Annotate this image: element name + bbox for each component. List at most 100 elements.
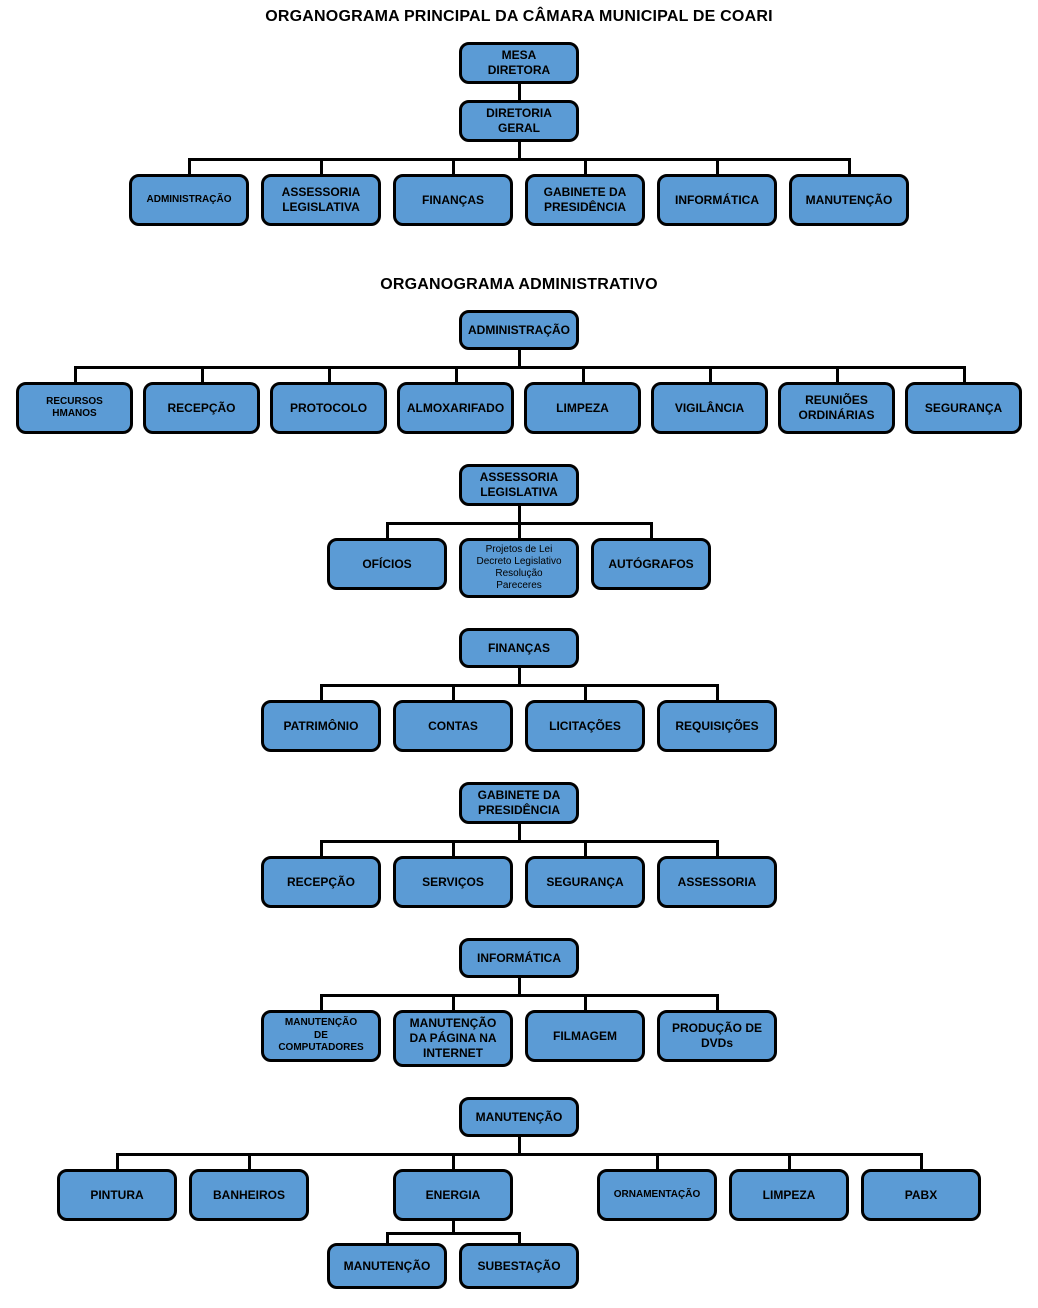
node-admin-protocolo: PROTOCOLO [270,382,387,434]
org-branch: REUNIÕES ORDINÁRIAS [773,366,902,434]
tree-principal: MESA DIRETORA DIRETORIA GERAL ADMINISTRA… [0,42,1038,226]
org-branch: PINTURA [51,1153,185,1221]
node-requisicoes: REQUISIÇÕES [657,700,777,752]
org-branch: ORNAMENTAÇÃO [591,1153,725,1221]
node-patrimonio: PATRIMÔNIO [261,700,381,752]
node-gab-servicos: SERVIÇOS [393,856,513,908]
org-branch: ALMOXARIFADO [392,366,521,434]
org-branch: PABX [855,1153,987,1221]
node-ornamentacao: ORNAMENTAÇÃO [597,1169,717,1221]
org-branch: PRODUÇÃO DE DVDs [651,994,783,1062]
org-branch: SUBESTAÇÃO [453,1232,585,1289]
org-branch: GABINETE DA PRESIDÊNCIA [519,158,653,226]
node-principal-manutencao: MANUTENÇÃO [789,174,909,226]
node-admin-reunioes-ordinarias: REUNIÕES ORDINÁRIAS [778,382,895,434]
tree-assessoria-legislativa: ASSESSORIA LEGISLATIVA OFÍCIOS Projetos … [0,464,1038,598]
tree-informatica: INFORMÁTICA MANUTENÇÃO DE COMPUTADORES M… [0,938,1038,1067]
org-branch: LICITAÇÕES [519,684,653,752]
node-principal-administracao: ADMINISTRAÇÃO [129,174,249,226]
children-row-financas: PATRIMÔNIO CONTAS LICITAÇÕES REQUISIÇÕES [255,684,783,752]
connector-drop [517,506,521,522]
org-branch: AUTÓGRAFOS [585,522,717,590]
node-mesa-diretora: MESA DIRETORA [459,42,579,84]
node-principal-informatica: INFORMÁTICA [657,174,777,226]
org-branch: MANUTENÇÃO [783,158,915,226]
org-branch: SERVIÇOS [387,840,521,908]
node-contas: CONTAS [393,700,513,752]
node-manutencao-root: MANUTENÇÃO [459,1097,579,1137]
node-projetos-de-lei: Projetos de Lei Decreto Legislativo Reso… [459,538,579,598]
node-admin-vigilancia: VIGILÂNCIA [651,382,768,434]
org-branch: SEGURANÇA [900,366,1027,434]
node-manutencao-computadores: MANUTENÇÃO DE COMPUTADORES [261,1010,381,1062]
node-financas-root: FINANÇAS [459,628,579,668]
connector-drop [517,350,521,366]
org-branch: REQUISIÇÕES [651,684,783,752]
node-energia-manutencao: MANUTENÇÃO [327,1243,447,1289]
org-branch: PROTOCOLO [265,366,394,434]
node-man-limpeza: LIMPEZA [729,1169,849,1221]
node-admin-seguranca: SEGURANÇA [905,382,1022,434]
org-branch: RECURSOS HMANOS [11,366,140,434]
org-branch: RECEPÇÃO [138,366,267,434]
org-branch: ADMINISTRAÇÃO [123,158,257,226]
node-diretoria-geral: DIRETORIA GERAL [459,100,579,142]
node-admin-recursos-hmanos: RECURSOS HMANOS [16,382,133,434]
node-principal-gabinete-da-presidencia: GABINETE DA PRESIDÊNCIA [525,174,645,226]
children-row-gabinete: RECEPÇÃO SERVIÇOS SEGURANÇA ASSESSORIA [255,840,783,908]
node-oficios: OFÍCIOS [327,538,447,590]
node-gab-recepcao: RECEPÇÃO [261,856,381,908]
administrativo-title: ORGANOGRAMA ADMINISTRATIVO [380,276,658,293]
node-administracao-root: ADMINISTRAÇÃO [459,310,579,350]
org-branch: MANUTENÇÃO DA PÁGINA NA INTERNET [387,994,521,1067]
node-banheiros: BANHEIROS [189,1169,309,1221]
node-admin-recepcao: RECEPÇÃO [143,382,260,434]
node-admin-limpeza: LIMPEZA [524,382,641,434]
node-admin-almoxarifado: ALMOXARIFADO [397,382,514,434]
node-gabinete-root: GABINETE DA PRESIDÊNCIA [459,782,579,824]
node-manutencao-pagina-internet: MANUTENÇÃO DA PÁGINA NA INTERNET [393,1010,513,1067]
children-row-informatica: MANUTENÇÃO DE COMPUTADORES MANUTENÇÃO DA… [255,994,783,1067]
org-branch: LIMPEZA [519,366,648,434]
children-row-principal: ADMINISTRAÇÃO ASSESSORIA LEGISLATIVA FIN… [123,158,915,226]
node-pabx: PABX [861,1169,981,1221]
node-energia: ENERGIA [393,1169,513,1221]
children-row-administracao: RECURSOS HMANOS RECEPÇÃO PROTOCOLO ALMOX… [11,366,1027,434]
org-branch: ASSESSORIA [651,840,783,908]
node-gab-assessoria: ASSESSORIA [657,856,777,908]
org-branch: SEGURANÇA [519,840,653,908]
org-branch: RECEPÇÃO [255,840,389,908]
node-autografos: AUTÓGRAFOS [591,538,711,590]
connector-drop [451,1221,455,1232]
node-principal-assessoria-legislativa: ASSESSORIA LEGISLATIVA [261,174,381,226]
org-branch: FINANÇAS [387,158,521,226]
node-principal-financas: FINANÇAS [393,174,513,226]
node-subestacao: SUBESTAÇÃO [459,1243,579,1289]
org-branch: OFÍCIOS [321,522,455,590]
org-branch: INFORMÁTICA [651,158,785,226]
org-branch: MANUTENÇÃO DE COMPUTADORES [255,994,389,1062]
org-branch: VIGILÂNCIA [646,366,775,434]
tree-administracao: ADMINISTRAÇÃO RECURSOS HMANOS RECEPÇÃO P… [0,310,1038,434]
org-branch: Projetos de Lei Decreto Legislativo Reso… [453,522,587,598]
connector-drop [517,142,521,158]
principal-title: ORGANOGRAMA PRINCIPAL DA CÂMARA MUNICIPA… [265,8,773,25]
children-row-assessoria: OFÍCIOS Projetos de Lei Decreto Legislat… [321,522,717,598]
node-producao-dvds: PRODUÇÃO DE DVDs [657,1010,777,1062]
org-branch: ASSESSORIA LEGISLATIVA [255,158,389,226]
connector-drop [517,84,521,100]
tree-manutencao: MANUTENÇÃO PINTURA BANHEIROS ENERGIA MAN… [0,1097,1038,1289]
connector-drop [517,978,521,994]
connector-drop [517,1137,521,1153]
connector-drop [517,824,521,840]
node-gab-seguranca: SEGURANÇA [525,856,645,908]
tree-gabinete-da-presidencia: GABINETE DA PRESIDÊNCIA RECEPÇÃO SERVIÇO… [0,782,1038,908]
org-branch: BANHEIROS [183,1153,317,1221]
org-branch: LIMPEZA [723,1153,857,1221]
node-informatica-root: INFORMÁTICA [459,938,579,978]
org-branch: MANUTENÇÃO [321,1232,455,1289]
org-branch: PATRIMÔNIO [255,684,389,752]
node-assessoria-root: ASSESSORIA LEGISLATIVA [459,464,579,506]
org-branch: CONTAS [387,684,521,752]
org-branch: FILMAGEM [519,994,653,1062]
